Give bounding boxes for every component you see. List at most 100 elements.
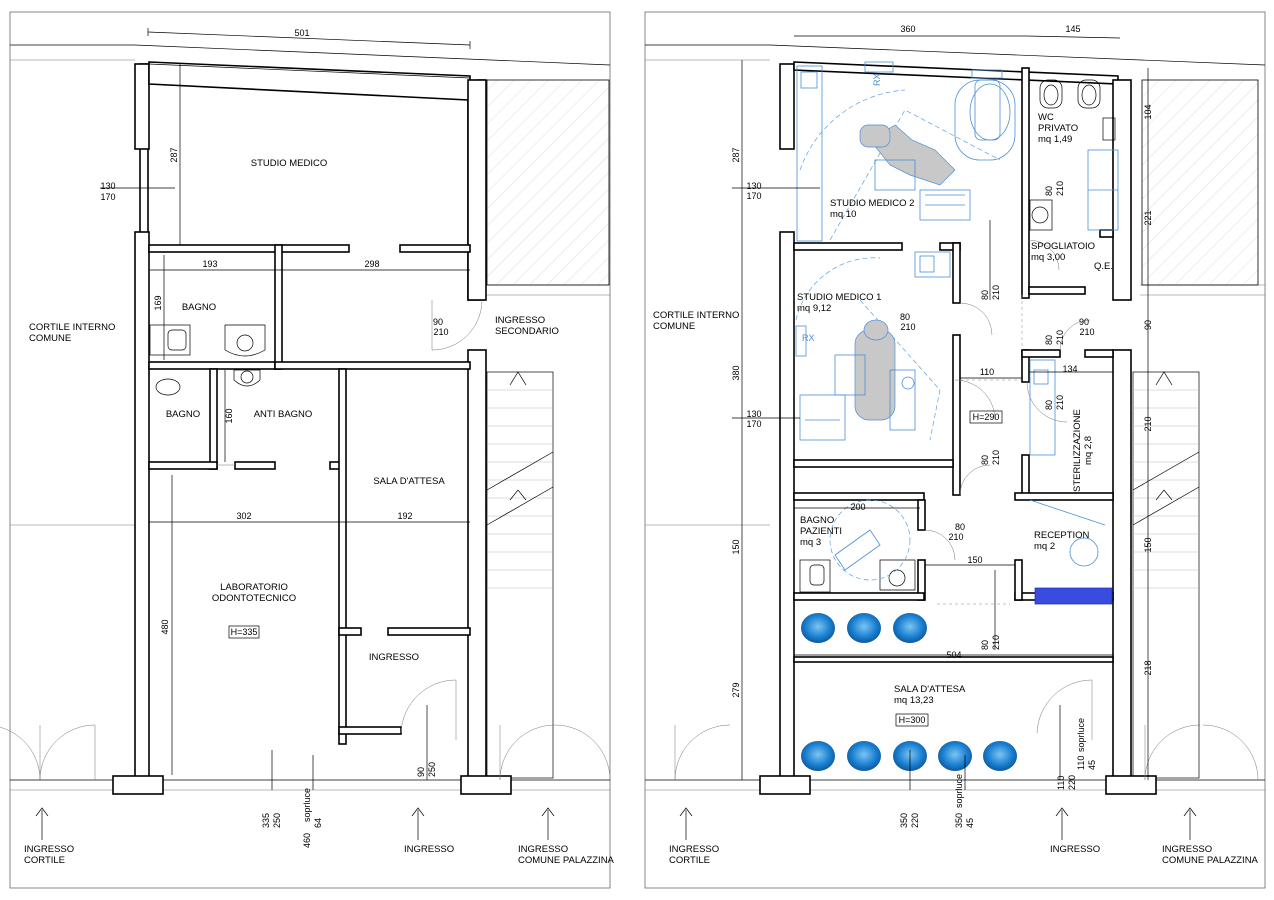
dim-door-studio2-210: 210 <box>991 285 1001 300</box>
right-plan: 360 145 287 380 150 279 130 170 130 170 … <box>644 11 1266 889</box>
dim-bagno-height: 169 <box>153 295 163 310</box>
dim-bottom-220: 220 <box>910 813 920 828</box>
room-reception-1: RECEPTION <box>1034 530 1090 541</box>
dim-lab-height: 480 <box>160 619 170 634</box>
left-plan: 501 287 130 170 193 298 169 160 302 192 … <box>0 11 615 889</box>
label-ingresso: INGRESSO <box>1050 844 1100 855</box>
left-stairs <box>486 371 554 779</box>
dim-left-150: 150 <box>731 539 741 554</box>
dim-door-main-110a: 110 <box>1056 776 1066 790</box>
chair-2 <box>847 613 881 643</box>
dim-anti-height: 160 <box>224 408 234 423</box>
left-entrance-arrows <box>35 807 555 840</box>
room-ster-2: mq 2,8 <box>1083 436 1094 465</box>
dim-bottom-350b: 350 <box>954 813 964 828</box>
dim-bottom-350a: 350 <box>899 813 909 828</box>
dim-top-145: 145 <box>1065 24 1080 34</box>
dim-door-bagno-80: 80 <box>955 522 965 532</box>
reception-desk <box>1034 587 1113 605</box>
dim-corridor-width: 298 <box>364 259 379 269</box>
dim-door-spogl-80: 80 <box>1044 335 1054 345</box>
label-ingresso-cortile-2: CORTILE <box>24 855 65 866</box>
dim-bottom-460: 460 <box>302 833 312 848</box>
label-cortile-1: CORTILE INTERNO <box>29 322 115 333</box>
right-hatch-area <box>1141 79 1259 286</box>
dim-door-corr-210: 210 <box>991 450 1001 465</box>
label-cortile-2: COMUNE <box>29 333 71 344</box>
dim-right-221: 221 <box>1143 210 1153 225</box>
dim-door-sec-90: 90 <box>433 317 443 327</box>
dim-sala-504: 504 <box>946 650 961 660</box>
rx-label-2: RX <box>802 333 815 343</box>
label-ingresso-cortile-1: INGRESSO <box>669 844 719 855</box>
room-bagno-pazienti-3: mq 3 <box>800 537 821 548</box>
dim-window1-170: 170 <box>746 191 761 201</box>
room-sala-2: mq 13,23 <box>894 695 934 706</box>
label-ingresso-comune-1: INGRESSO <box>518 844 568 855</box>
left-sheet-border <box>9 11 611 889</box>
dim-door-sec-90: 90 <box>1079 317 1089 327</box>
dim-door-wc-210: 210 <box>1055 181 1065 196</box>
right-sheet-border <box>644 11 1266 889</box>
room-studio2-2: mq 10 <box>830 209 856 220</box>
dim-lab-width: 302 <box>236 511 251 521</box>
dim-bottom-45: 45 <box>965 818 975 828</box>
dim-door-spogl-210: 210 <box>1055 330 1065 345</box>
room-ingresso: INGRESSO <box>369 652 419 663</box>
chair-3 <box>893 613 927 643</box>
dim-door-sec-210: 210 <box>433 327 448 337</box>
room-wc-3: mq 1,49 <box>1038 134 1072 145</box>
dim-door-main-45: 45 <box>1087 760 1097 770</box>
dim-top-width: 501 <box>294 28 309 38</box>
label-ingresso-comune-2: COMUNE PALAZZINA <box>1162 855 1259 866</box>
room-spogl-1: SPOGLIATOIO <box>1031 241 1095 252</box>
dim-bottom-64: 64 <box>313 818 323 828</box>
label-ingresso-sec-1: INGRESSO <box>495 315 545 326</box>
dim-door-sala-210: 210 <box>991 635 1001 650</box>
dim-window-170: 170 <box>100 192 115 202</box>
chair-8 <box>983 741 1017 771</box>
chair-4 <box>801 741 835 771</box>
dim-window2-130: 130 <box>746 409 761 419</box>
dim-right-90: 90 <box>1143 320 1153 330</box>
room-qe: Q.E. <box>1094 261 1113 272</box>
room-h300: H=300 <box>899 715 926 725</box>
room-wc-2: PRIVATO <box>1038 123 1078 134</box>
rx-label-1: RX <box>872 73 882 86</box>
room-sala-1: SALA D'ATTESA <box>894 684 966 695</box>
dim-bagno-width: 193 <box>202 259 217 269</box>
dim-sala-width: 192 <box>397 511 412 521</box>
room-spogl-2: mq 3,00 <box>1031 252 1065 263</box>
room-bagno-2: BAGNO <box>166 409 200 420</box>
label-ingresso-cortile-2: CORTILE <box>669 855 710 866</box>
room-laboratorio-2: ODONTOTECNICO <box>212 593 296 604</box>
dim-door-main-110b: 110 <box>1076 756 1086 770</box>
dim-ster-134: 134 <box>1062 364 1077 374</box>
dim-door-studio2-80: 80 <box>980 290 990 300</box>
wc-fixtures <box>1029 79 1119 231</box>
waiting-chairs <box>801 613 1017 771</box>
dim-door-main-220: 220 <box>1067 775 1077 790</box>
dim-door-studio1-80: 80 <box>900 312 910 322</box>
dim-bottom-soprluce: soprluce <box>954 774 964 808</box>
studio2-furniture <box>796 61 1016 242</box>
right-entrance-arrows <box>679 807 1197 840</box>
room-sala-attesa: SALA D'ATTESA <box>373 476 445 487</box>
room-laboratorio-1: LABORATORIO <box>220 582 288 593</box>
dim-right-218: 218 <box>1143 660 1153 675</box>
room-anti-bagno: ANTI BAGNO <box>254 409 313 420</box>
dim-window-130: 130 <box>100 181 115 191</box>
dim-bagno-200: 200 <box>850 502 865 512</box>
dim-window1-130: 130 <box>746 181 761 191</box>
room-wc-1: WC <box>1038 112 1054 123</box>
dim-corr-110: 110 <box>980 367 994 377</box>
dim-top-360: 360 <box>900 24 915 34</box>
dim-door-sala-80: 80 <box>980 640 990 650</box>
chair-5 <box>847 741 881 771</box>
dim-right-150: 150 <box>1143 537 1153 552</box>
room-bagno-pazienti-2: PAZIENTI <box>800 526 842 537</box>
dim-door-wc-80: 80 <box>1044 186 1054 196</box>
label-cortile-2: COMUNE <box>653 321 695 332</box>
dim-door-ster-80: 80 <box>1044 400 1054 410</box>
dim-right-210: 210 <box>1143 416 1153 431</box>
